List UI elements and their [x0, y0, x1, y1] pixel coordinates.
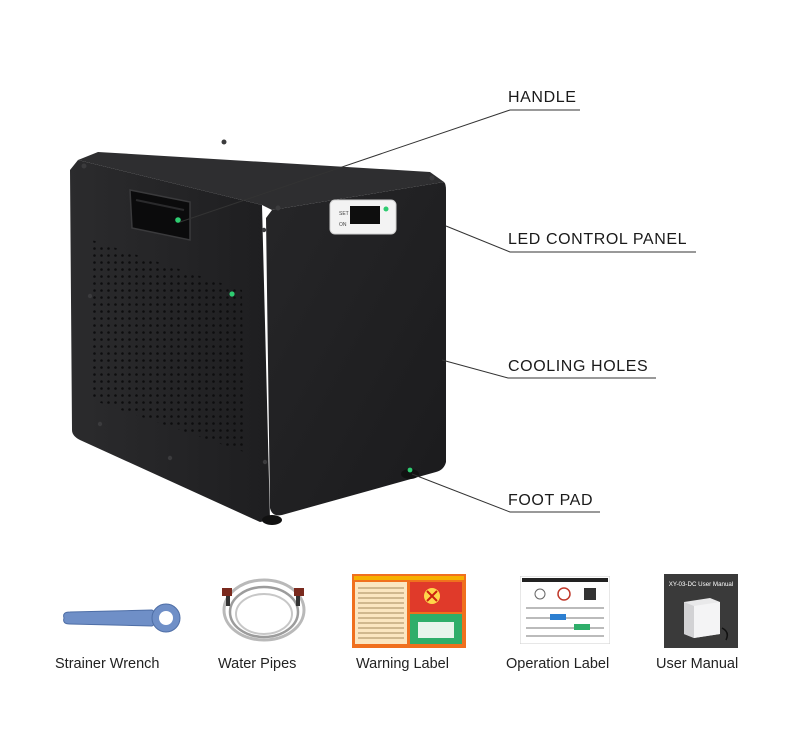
foot-pad-right: [401, 469, 419, 479]
user-manual-cover-title: XY-03-DC User Manual: [668, 581, 734, 588]
user-manual-image: XY-03-DC User Manual: [664, 574, 738, 648]
svg-text:SET: SET: [339, 211, 349, 217]
foot-pad-front: [262, 515, 282, 525]
accessory-label-warning-label: Warning Label: [356, 656, 449, 672]
accessory-label-strainer-wrench: Strainer Wrench: [55, 656, 160, 672]
led-display: [350, 206, 380, 224]
cooling-holes-grid: [92, 240, 244, 452]
svg-text:ON: ON: [339, 222, 347, 228]
accessory-label-operation-label: Operation Label: [506, 656, 610, 672]
callout-lines: [179, 109, 696, 513]
strainer-wrench-image: [63, 603, 181, 633]
water-pipes-image: [222, 578, 306, 642]
callout-foot-pad: FOOT PAD: [508, 492, 594, 509]
callout-handle: HANDLE: [508, 89, 577, 106]
operation-label-image: [520, 576, 610, 644]
accessory-label-water-pipes: Water Pipes: [218, 656, 297, 672]
cabinet-front: [266, 182, 446, 516]
accessory-label-user-manual: User Manual: [656, 656, 739, 672]
callout-cooling-holes: COOLING HOLES: [508, 358, 649, 375]
warning-label-image: [352, 574, 466, 648]
manual-cover-photo: [684, 598, 729, 641]
callout-led-control-panel: LED CONTROL PANEL: [508, 231, 688, 248]
cabinet-top: [78, 152, 444, 210]
